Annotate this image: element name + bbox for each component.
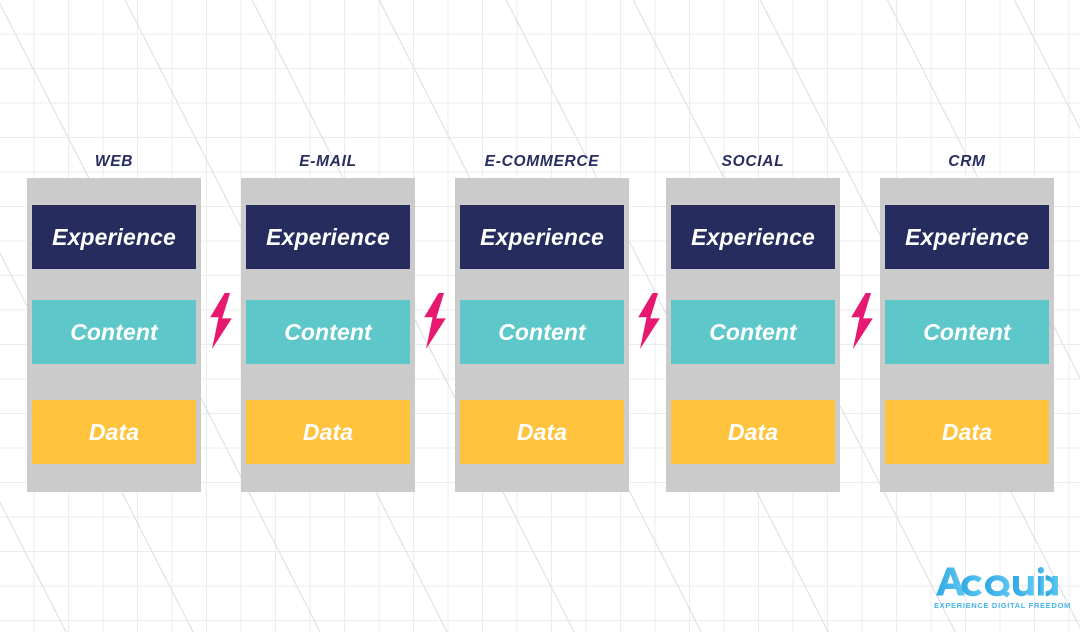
channel-title-social: SOCIAL — [721, 153, 785, 170]
acquia-wordmark-icon — [936, 567, 1058, 598]
acquia-logo-tagline: EXPERIENCE DIGITAL FREEDOM — [934, 601, 1071, 610]
layer-content-ecommerce: Content — [460, 300, 624, 364]
channel-card-social: Experience Content Data — [666, 178, 840, 492]
layer-data-email: Data — [246, 400, 410, 464]
channel-column-social: SOCIAL Experience Content Data — [666, 153, 840, 492]
lightning-bolt-icon — [850, 293, 874, 349]
layer-content-web: Content — [32, 300, 196, 364]
layer-data-ecommerce: Data — [460, 400, 624, 464]
channel-card-web: Experience Content Data — [27, 178, 201, 492]
layer-data-crm: Data — [885, 400, 1049, 464]
channel-column-email: E-MAIL Experience Content Data — [241, 153, 415, 492]
channel-column-crm: CRM Experience Content Data — [880, 153, 1054, 492]
channel-title-email: E-MAIL — [299, 153, 357, 170]
layer-experience-ecommerce: Experience — [460, 205, 624, 269]
layer-content-crm: Content — [885, 300, 1049, 364]
layer-experience-email: Experience — [246, 205, 410, 269]
channel-title-ecommerce: E-COMMERCE — [484, 153, 600, 170]
layer-experience-crm: Experience — [885, 205, 1049, 269]
layer-experience-web: Experience — [32, 205, 196, 269]
layer-experience-social: Experience — [671, 205, 835, 269]
channel-card-ecommerce: Experience Content Data — [455, 178, 629, 492]
channel-title-crm: CRM — [948, 153, 986, 170]
lightning-bolt-icon — [423, 293, 447, 349]
layer-data-social: Data — [671, 400, 835, 464]
layer-data-web: Data — [32, 400, 196, 464]
channel-column-web: WEB Experience Content Data — [27, 153, 201, 492]
lightning-bolt-icon — [209, 293, 233, 349]
layer-content-email: Content — [246, 300, 410, 364]
channel-card-crm: Experience Content Data — [880, 178, 1054, 492]
channel-column-ecommerce: E-COMMERCE Experience Content Data — [455, 153, 629, 492]
channel-card-email: Experience Content Data — [241, 178, 415, 492]
channel-title-web: WEB — [94, 153, 134, 170]
acquia-logo: EXPERIENCE DIGITAL FREEDOM — [934, 565, 1071, 610]
layer-content-social: Content — [671, 300, 835, 364]
lightning-bolt-icon — [637, 293, 661, 349]
